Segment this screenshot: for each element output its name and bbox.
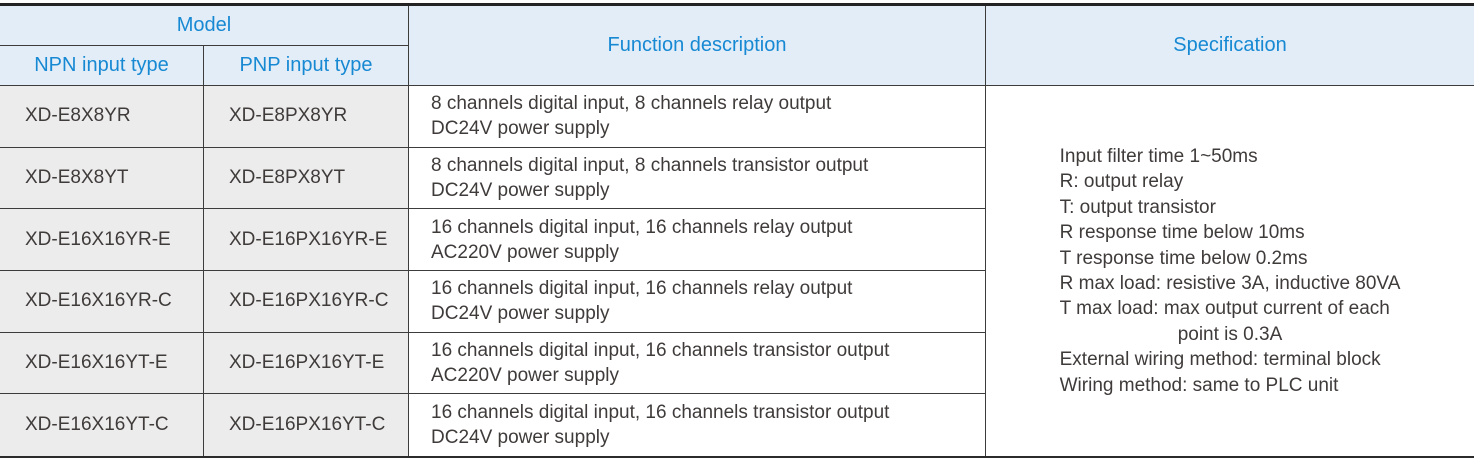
specification-cell: Input filter time 1~50ms R: output relay… (986, 86, 1474, 456)
npn-model-cell: XD-E16X16YR-C (0, 270, 204, 333)
header-model-label: Model (176, 14, 232, 36)
spec-line: Wiring method: same to PLC unit (1059, 374, 1339, 396)
pnp-model-value: XD-E16PX16YR-E (229, 228, 388, 250)
npn-model-cell: XD-E16X16YT-C (0, 394, 204, 456)
function-description-line: DC24V power supply (431, 427, 610, 449)
function-description-line: DC24V power supply (431, 179, 610, 201)
function-description-line: 16 channels digital input, 16 channels r… (431, 216, 853, 238)
spec-line: R: output relay (1059, 171, 1184, 193)
header-pnp-input-type: PNP input type (204, 46, 409, 86)
header-pnp-input-type-label: PNP input type (239, 54, 373, 76)
header-function-description: Function description (409, 6, 986, 86)
header-specification: Specification (986, 6, 1474, 86)
pnp-model-value: XD-E16PX16YT-E (229, 351, 385, 373)
spec-line: T response time below 0.2ms (1059, 247, 1308, 269)
function-description-line: DC24V power supply (431, 118, 610, 140)
pnp-model-value: XD-E16PX16YT-C (229, 414, 386, 436)
function-description-cell: 16 channels digital input, 16 channels r… (409, 270, 986, 333)
spec-line-wrapped: point is 0.3A (1177, 323, 1283, 345)
function-description-line: 16 channels digital input, 16 channels r… (431, 278, 853, 300)
io-module-spec-table: Model Function description Specification… (0, 3, 1474, 458)
function-description-line: 8 channels digital input, 8 channels tra… (431, 154, 869, 176)
header-npn-input-type: NPN input type (0, 46, 204, 86)
function-description-cell: 16 channels digital input, 16 channels r… (409, 209, 986, 271)
spec-line: Input filter time 1~50ms (1059, 145, 1258, 167)
specification-text-block: Input filter time 1~50ms R: output relay… (1060, 144, 1401, 398)
spec-line: T max load: max output current of each (1059, 298, 1390, 320)
pnp-model-cell: XD-E16PX16YT-C (204, 394, 409, 456)
header-function-description-label: Function description (607, 34, 787, 56)
function-description-line: 16 channels digital input, 16 channels t… (431, 339, 890, 361)
pnp-model-cell: XD-E16PX16YR-E (204, 209, 409, 271)
spec-line: External wiring method: terminal block (1059, 349, 1381, 371)
npn-model-cell: XD-E8X8YR (0, 86, 204, 148)
header-model: Model (0, 6, 409, 46)
function-description-cell: 16 channels digital input, 16 channels t… (409, 332, 986, 395)
npn-model-value: XD-E16X16YR-C (25, 290, 172, 312)
function-description-cell: 8 channels digital input, 8 channels tra… (409, 147, 986, 210)
pnp-model-cell: XD-E8PX8YR (204, 86, 409, 148)
header-npn-input-type-label: NPN input type (34, 54, 169, 76)
function-description-line: 16 channels digital input, 16 channels t… (431, 402, 890, 424)
pnp-model-cell: XD-E16PX16YR-C (204, 270, 409, 333)
function-description-line: 8 channels digital input, 8 channels rel… (431, 93, 832, 115)
function-description-line: AC220V power supply (431, 364, 619, 386)
pnp-model-cell: XD-E16PX16YT-E (204, 332, 409, 395)
npn-model-value: XD-E8X8YT (25, 166, 129, 188)
npn-model-cell: XD-E16X16YR-E (0, 209, 204, 271)
spec-line: R response time below 10ms (1059, 222, 1305, 244)
function-description-cell: 8 channels digital input, 8 channels rel… (409, 86, 986, 148)
npn-model-value: XD-E16X16YT-C (25, 414, 169, 436)
pnp-model-cell: XD-E8PX8YT (204, 147, 409, 210)
npn-model-value: XD-E8X8YR (25, 105, 131, 127)
npn-model-cell: XD-E16X16YT-E (0, 332, 204, 395)
function-description-cell: 16 channels digital input, 16 channels t… (409, 394, 986, 456)
pnp-model-value: XD-E8PX8YT (229, 166, 346, 188)
table-grid: Model Function description Specification… (0, 6, 1474, 456)
pnp-model-value: XD-E8PX8YR (229, 105, 348, 127)
spec-line: T: output transistor (1059, 196, 1216, 218)
header-specification-label: Specification (1173, 34, 1287, 56)
npn-model-value: XD-E16X16YR-E (25, 228, 171, 250)
npn-model-cell: XD-E8X8YT (0, 147, 204, 210)
pnp-model-value: XD-E16PX16YR-C (229, 290, 389, 312)
function-description-line: AC220V power supply (431, 241, 619, 263)
spec-line: R max load: resistive 3A, inductive 80VA (1059, 272, 1401, 294)
npn-model-value: XD-E16X16YT-E (25, 351, 168, 373)
function-description-line: DC24V power supply (431, 303, 610, 325)
